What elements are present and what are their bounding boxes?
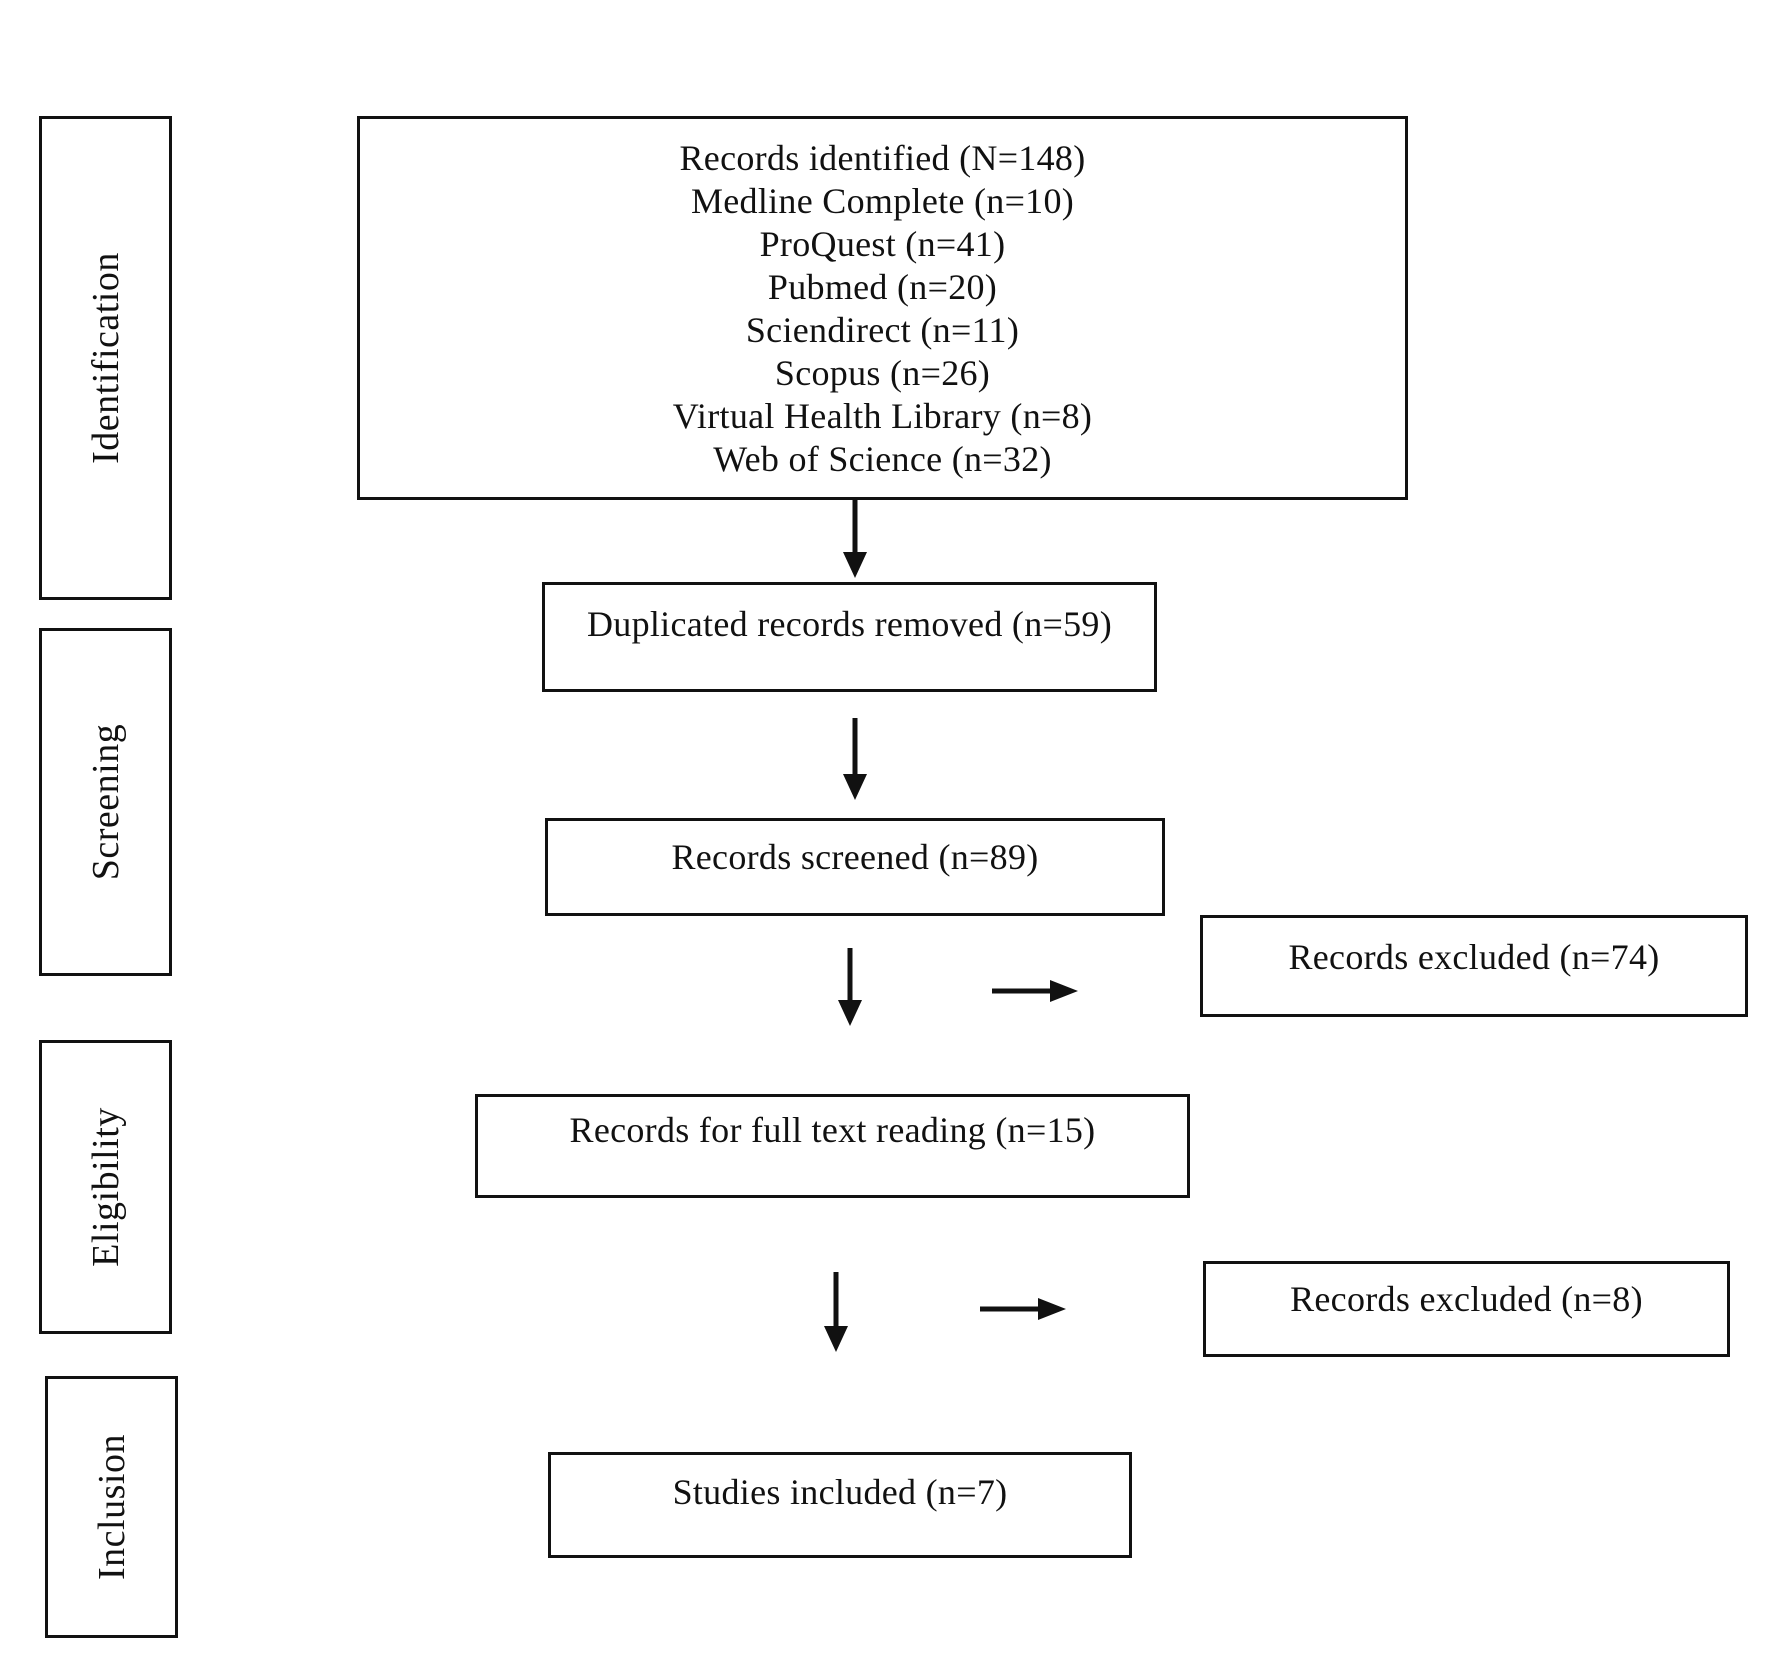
- full-text-reading-text: Records for full text reading (n=15): [569, 1110, 1096, 1150]
- records-screened-box: Records screened (n=89): [545, 818, 1165, 916]
- down-arrow: [838, 948, 862, 1026]
- duplicates-removed-box: Duplicated records removed (n=59): [542, 582, 1157, 692]
- stage-screening: Screening: [39, 628, 172, 976]
- records-identified-box: Records identified (N=148) Medline Compl…: [357, 116, 1408, 500]
- studies-included-box: Studies included (n=7): [548, 1452, 1132, 1558]
- stage-identification: Identification: [39, 116, 172, 600]
- source-line: Virtual Health Library (n=8): [672, 396, 1093, 436]
- source-line: Pubmed (n=20): [767, 267, 998, 307]
- records-excluded-fulltext-text: Records excluded (n=8): [1290, 1279, 1643, 1319]
- source-line: Sciendirect (n=11): [745, 310, 1020, 350]
- studies-included-text: Studies included (n=7): [672, 1472, 1008, 1512]
- duplicates-removed-text: Duplicated records removed (n=59): [586, 604, 1112, 644]
- full-text-reading-box: Records for full text reading (n=15): [475, 1094, 1190, 1198]
- stage-eligibility-label: Eligibility: [84, 1107, 127, 1267]
- records-excluded-fulltext-box: Records excluded (n=8): [1203, 1261, 1730, 1357]
- records-identified-title: Records identified (N=148): [679, 138, 1086, 178]
- source-line: ProQuest (n=41): [759, 224, 1006, 264]
- records-excluded-screening-box: Records excluded (n=74): [1200, 915, 1748, 1017]
- source-line: Medline Complete (n=10): [690, 181, 1075, 221]
- down-arrow: [843, 500, 867, 578]
- stage-inclusion: Inclusion: [45, 1376, 178, 1638]
- source-line: Web of Science (n=32): [713, 439, 1052, 479]
- down-arrow: [843, 718, 867, 800]
- source-line: Scopus (n=26): [774, 353, 991, 393]
- records-identified-text: Records identified (N=148) Medline Compl…: [360, 137, 1405, 481]
- right-arrow: [992, 980, 1078, 1002]
- records-excluded-screening-text: Records excluded (n=74): [1288, 937, 1660, 977]
- stage-inclusion-label: Inclusion: [90, 1434, 133, 1580]
- records-screened-text: Records screened (n=89): [671, 837, 1039, 877]
- stage-eligibility: Eligibility: [39, 1040, 172, 1334]
- stage-screening-label: Screening: [84, 723, 127, 881]
- down-arrow: [824, 1272, 848, 1352]
- right-arrow: [980, 1298, 1066, 1320]
- stage-identification-label: Identification: [84, 252, 127, 464]
